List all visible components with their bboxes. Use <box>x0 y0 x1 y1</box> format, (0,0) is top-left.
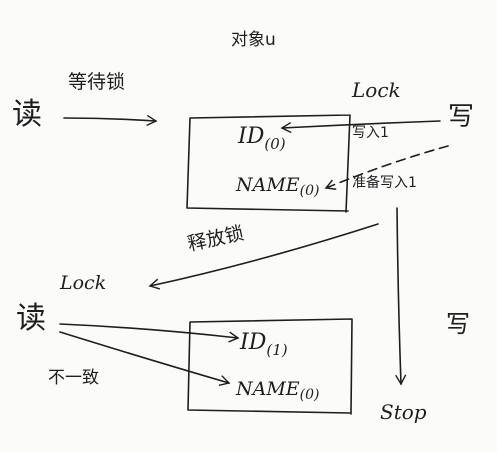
stop-label: Stop <box>380 400 427 424</box>
top-box-id-value: (0) <box>264 135 286 153</box>
bottom-box-id-field: ID(1) <box>240 332 288 358</box>
prepare-write1-label: 准备写入1 <box>352 175 417 191</box>
lock-label-bottom: Lock <box>60 272 107 294</box>
read-id-arrow <box>59 323 240 343</box>
bottom-box-id-value: (1) <box>266 341 288 359</box>
wait-lock-arrow <box>63 114 158 127</box>
lock-label-top: Lock <box>352 78 401 102</box>
stop-arrow <box>395 207 407 386</box>
write1-label: 写入1 <box>352 125 389 141</box>
inconsistent-label: 不一致 <box>48 368 99 388</box>
read-label-top: 读 <box>12 97 42 132</box>
bottom-box-id-name: ID <box>240 330 267 355</box>
bottom-box-name-value: (0) <box>299 387 320 403</box>
top-box-name-field: NAME(0) <box>236 174 320 199</box>
write-label-top: 写 <box>448 102 475 132</box>
bottom-box-name-field: NAME(0) <box>236 378 320 403</box>
write-id-arrow <box>280 120 441 134</box>
prepare-write-name-arrow <box>324 145 449 190</box>
top-box-name-name: NAME <box>236 174 300 196</box>
bottom-object-box <box>187 318 353 415</box>
top-box-name-value: (0) <box>299 183 320 199</box>
top-object-box <box>186 114 351 213</box>
wait-lock-label: 等待锁 <box>68 71 126 93</box>
diagram-title: 对象u <box>231 30 276 50</box>
top-box-id-name: ID <box>238 124 265 149</box>
write-label-bottom: 写 <box>446 310 470 338</box>
bottom-box-name-name: NAME <box>236 378 300 400</box>
top-box-id-field: ID(0) <box>238 126 286 152</box>
read-name-arrow <box>59 331 231 386</box>
release-lock-arrow <box>148 223 379 290</box>
read-label-bottom: 读 <box>16 301 46 336</box>
